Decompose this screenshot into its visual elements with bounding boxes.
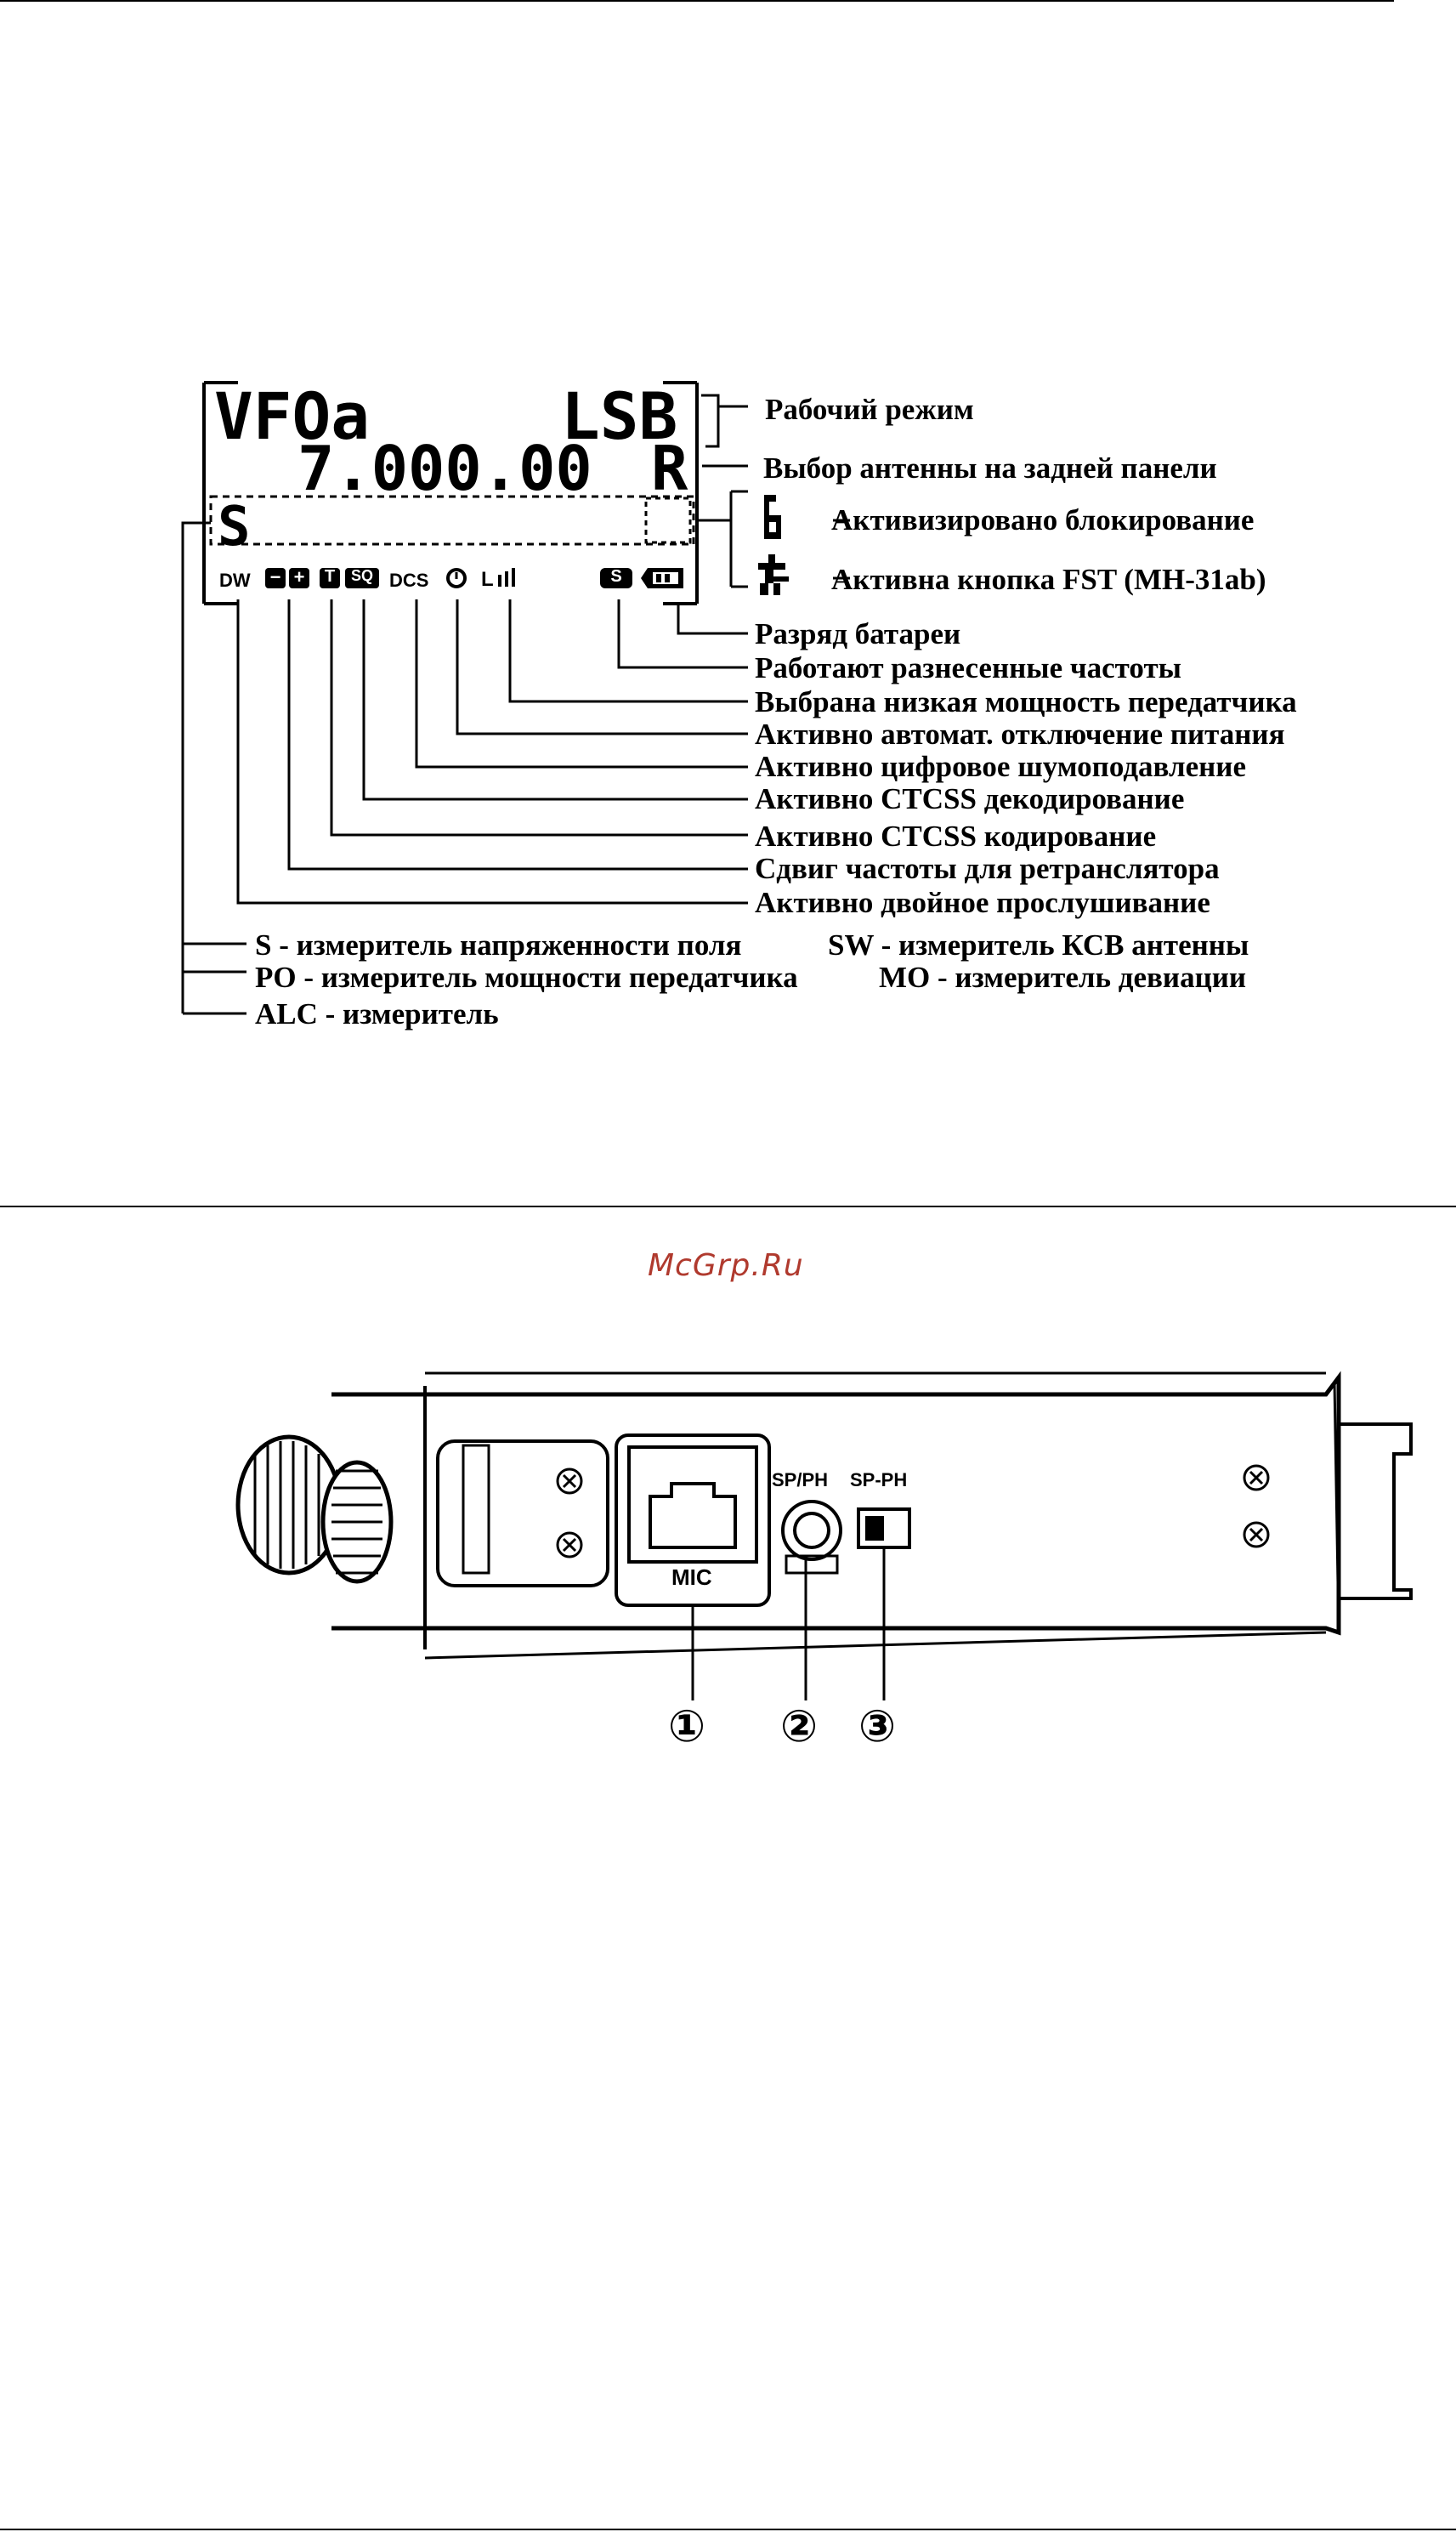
section-divider [0,1206,1456,1207]
fst-key-icon [758,554,789,595]
icon-dcs: DCS [389,570,429,591]
meter-po: PO - измеритель мощности передатчика [255,961,798,994]
callout-split: Работают разнесенные частоты [755,651,1181,684]
mic-label: MIC [671,1564,712,1590]
lcd-frequency: 7.000.00 [297,433,592,504]
callout-apo: Активно автомат. отключение питания [755,718,1285,751]
radio-side-diagram: MIC SP/PH SP-PH ① ② ③ [0,1343,1456,1785]
marker-1: ① [668,1701,706,1752]
icon-low-power: L [481,568,494,591]
callout-operating-mode: Рабочий режим [765,393,974,426]
marker-3: ③ [858,1701,897,1752]
callout-ctcss-dec: Активно CTCSS декодирование [755,782,1185,815]
icon-split: S [600,568,632,588]
radio-side-drawing [235,1371,1413,1700]
sp-ph-jack-label: SP/PH [772,1469,829,1490]
meter-s: S - измеритель напряженности поля [255,928,742,962]
rj45-jack-icon [649,1482,737,1549]
icon-plus: + [289,568,309,588]
lcd-meter-letter: S [218,496,251,559]
callout-battery: Разряд батареи [755,617,961,650]
icon-dw: DW [219,570,251,591]
callout-dual-watch: Активно двойное прослушивание [755,886,1210,919]
marker-2: ② [780,1701,819,1752]
lcd-diagram: VFOa LSB 7.000.00 R S DW − + T SQ DCS L … [0,0,1456,1105]
callout-rear-antenna: Выбор антенны на задней панели [763,451,1217,485]
watermark: McGrp.Ru [648,1248,804,1283]
icon-tone: T [320,568,340,588]
callout-low-power: Выбрана низкая мощность передатчика [755,685,1297,718]
callout-shift: Сдвиг частоты для ретранслятора [755,852,1220,885]
sp-ph-switch-label: SP-PH [850,1469,908,1490]
clock-icon [446,568,467,588]
lcd-mode: LSB [561,378,678,454]
bottom-rule [0,2529,1456,2530]
meter-mo: MO - измеритель девиации [879,961,1247,994]
lock-icon [764,495,781,539]
callout-dsq: Активно цифровое шумоподавление [755,750,1247,783]
meter-sw: SW - измеритель КСВ антенны [828,928,1249,962]
meter-alc: ALC - измеритель [255,997,499,1030]
icon-minus: − [265,568,286,588]
lcd-antenna: R [651,433,688,504]
icon-sq: SQ [345,568,379,588]
top-rule [0,0,1394,2]
callout-lock: Активизировано блокирование [831,503,1255,536]
screw-icon [556,1464,1270,1558]
callout-ctcss-enc: Активно CTCSS кодирование [755,820,1157,853]
callout-fst: Активна кнопка FST (MH-31ab) [831,563,1266,596]
low-power-bars-icon [498,568,515,587]
lcd-mode-name: VFOa [214,378,371,454]
lcd-frame-and-leaders [181,381,850,1015]
battery-icon [641,568,683,588]
